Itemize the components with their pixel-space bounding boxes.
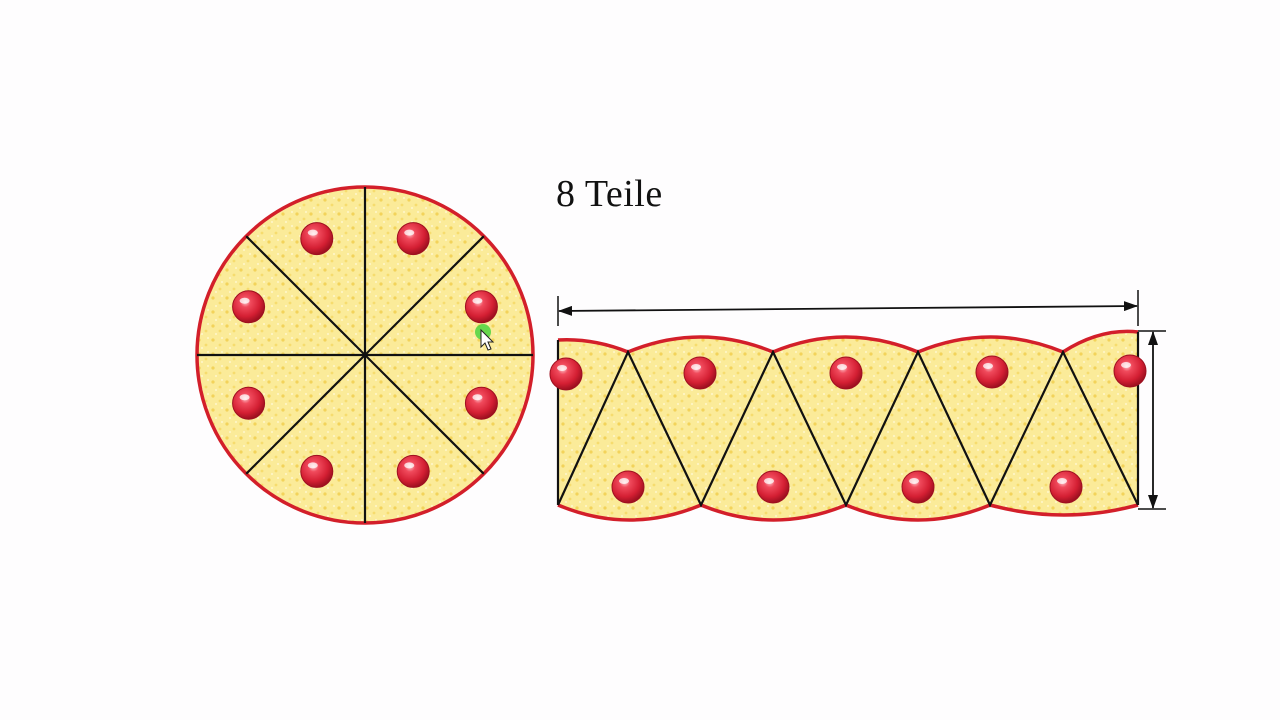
cherry-icon (1049, 470, 1083, 504)
cherry-icon (756, 470, 790, 504)
cut-line (245, 235, 485, 475)
mouse-cursor-icon (475, 324, 495, 351)
strip-cherries (549, 354, 1147, 504)
rearranged-pieces (549, 329, 1147, 522)
cherry-icon (396, 454, 430, 488)
height-dimension (1138, 330, 1166, 510)
cherry-icon (232, 386, 266, 420)
cherry-icon (300, 222, 334, 256)
pizza-cherries (232, 222, 498, 488)
cherry-icon (829, 356, 863, 390)
cherry-icon (464, 386, 498, 420)
cherry-icon (549, 357, 583, 391)
cherry-icon (300, 454, 334, 488)
caption-8-pieces: 8 Teile (556, 173, 663, 215)
cherry-icon (1113, 354, 1147, 388)
width-arrow (558, 301, 1138, 316)
whole-pizza (195, 185, 535, 525)
cherry-icon (901, 470, 935, 504)
cherry-icon (232, 290, 266, 324)
cherry-icon (611, 470, 645, 504)
cherry-icon (396, 222, 430, 256)
cherry-icon (464, 290, 498, 324)
cherry-icon (975, 355, 1009, 389)
cherry-icon (683, 356, 717, 390)
zigzag-cut-line (556, 349, 1139, 508)
pizza-cut-lines (197, 187, 533, 523)
width-dimension (557, 290, 1139, 326)
